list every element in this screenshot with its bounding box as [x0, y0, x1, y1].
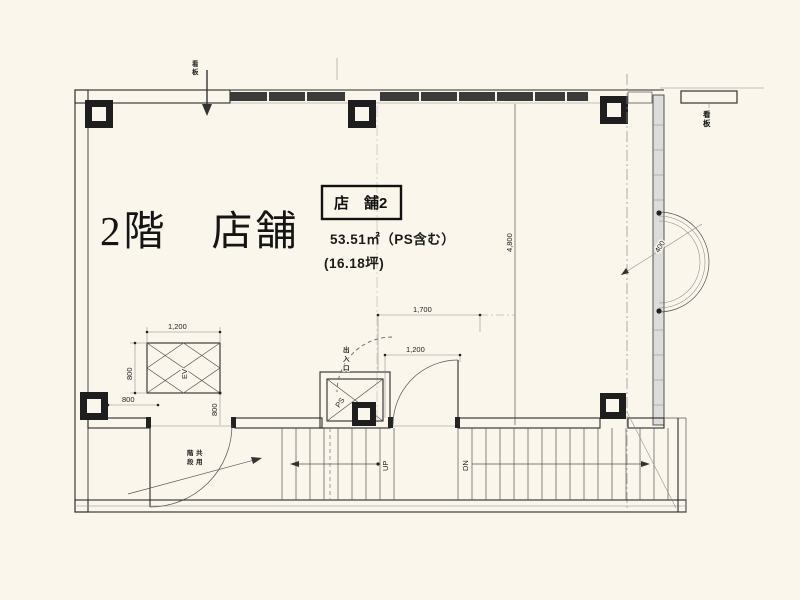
stair-name-char: 段 — [187, 457, 194, 466]
ps-label: PS — [333, 396, 346, 409]
doorway-label-char: 入 — [342, 355, 350, 363]
signboard-label-char: 看 — [702, 109, 711, 119]
reference-lines — [336, 58, 628, 510]
stair-name-char: 用 — [195, 458, 203, 466]
signboard-label-char: 看 — [192, 59, 199, 68]
plan-title: 2階 店舗 — [100, 208, 300, 254]
right-window-wall — [652, 94, 665, 426]
unit-area: 53.51㎡（PS含む） — [330, 231, 455, 247]
column — [85, 100, 113, 128]
direction-arrow-icon — [251, 457, 262, 464]
bay-window: 400 — [620, 210, 710, 314]
stairs: UP DN 共 用 階 段 — [74, 411, 687, 513]
unit-label-block: 店 舗2 53.51㎡（PS含む） (16.18坪) — [320, 184, 455, 271]
unit-tsubo: (16.18坪) — [324, 256, 384, 271]
doorway-label-char: 出 — [343, 345, 350, 354]
column — [600, 96, 628, 124]
column — [80, 392, 108, 420]
signboard-right: 看 板 — [660, 87, 764, 128]
room-door — [392, 359, 459, 426]
column — [348, 100, 376, 128]
unit-label-box — [320, 184, 403, 221]
column — [600, 393, 626, 419]
window-band — [380, 92, 588, 101]
exterior-walls — [74, 89, 665, 513]
stair-name-char: 階 — [187, 448, 194, 457]
elevator-label: EV — [180, 369, 189, 379]
dim-entry-door: 800 — [122, 395, 135, 404]
dn-arrow-icon — [641, 461, 650, 467]
dim-room-depth: 4,800 — [505, 233, 514, 252]
dim-door-width: 1,200 — [406, 345, 425, 354]
dim-ev-width: 1,200 — [168, 322, 187, 331]
up-arrow-icon — [290, 461, 299, 467]
elevator: EV 1,200 800 800 — [124, 321, 222, 425]
stair-up-label: UP — [381, 461, 390, 471]
signboard-label-char: 板 — [192, 67, 199, 76]
stair-name-char: 共 — [196, 448, 203, 457]
structural-columns — [80, 96, 628, 420]
dim-ev-depth: 800 — [125, 367, 134, 380]
ps-shaft: PS 出 入 口 — [319, 336, 393, 429]
signboard-label-char: 板 — [703, 118, 711, 128]
down-arrow-icon — [202, 104, 212, 116]
entry-door — [149, 424, 233, 508]
column — [352, 402, 376, 426]
dim-ps-span: 1,700 — [413, 305, 432, 314]
stair-dn-label: DN — [461, 460, 470, 471]
dimension-lines: 1,700 1,200 800 4,800 — [106, 232, 516, 418]
unit-name: 店 舗2 — [334, 194, 387, 212]
window-band — [230, 92, 345, 101]
doorway-label-char: 口 — [343, 364, 350, 372]
signboard-arrow-top: 看 板 — [191, 58, 212, 116]
dim-ev-offset: 800 — [210, 403, 219, 416]
